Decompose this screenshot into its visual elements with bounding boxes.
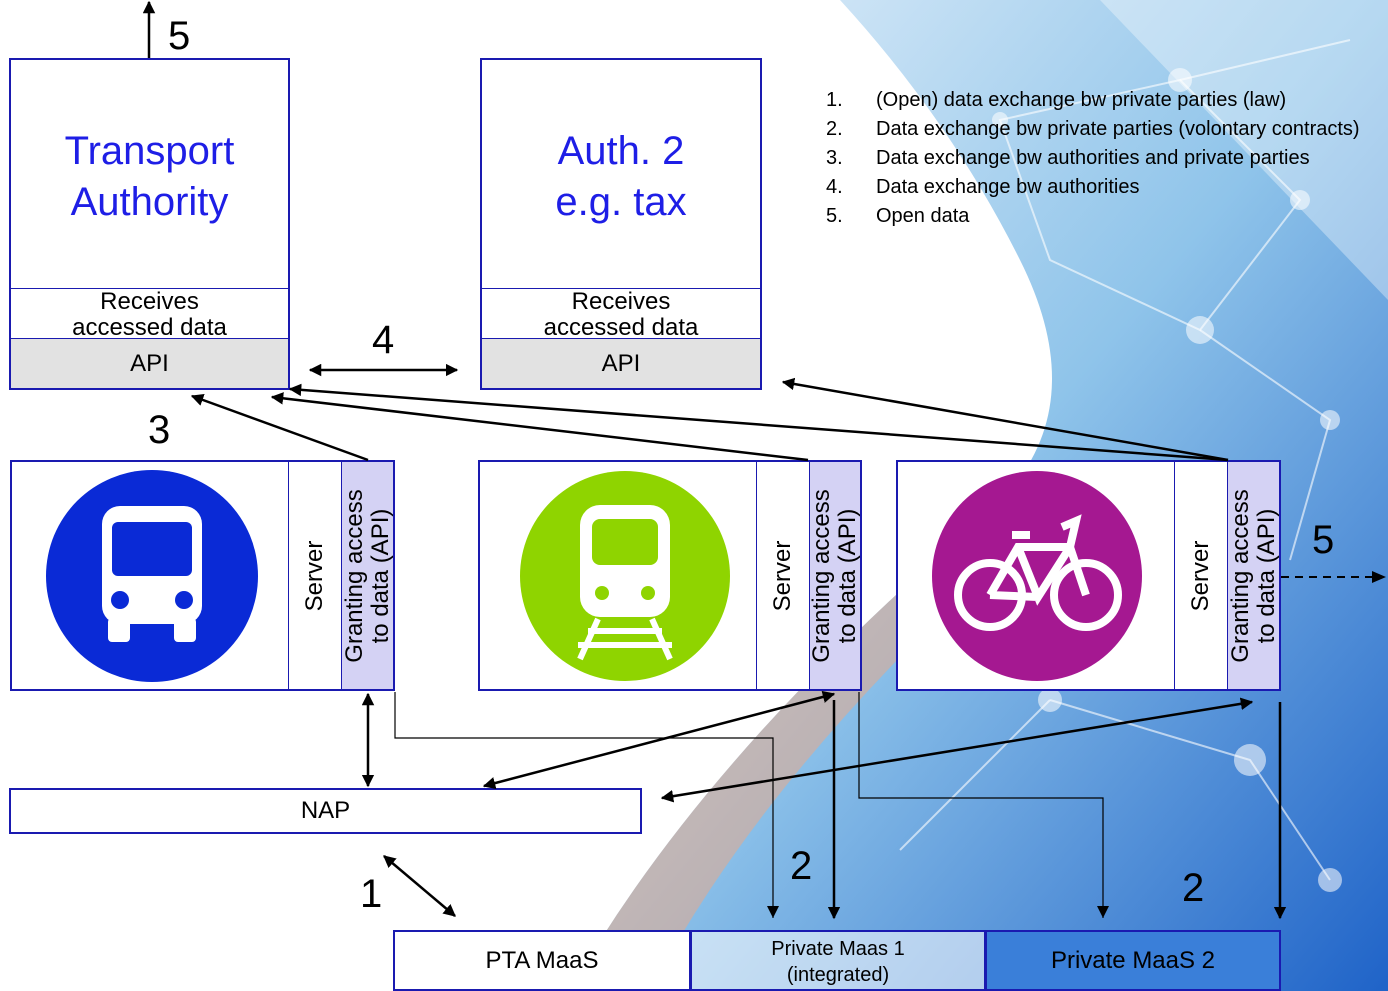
legend-number: 5. [826, 205, 843, 227]
granting-line2: to data (API) [1252, 508, 1280, 643]
train-icon [520, 471, 730, 681]
granting-line1: Granting access [340, 488, 368, 663]
private-maas2-box: Private MaaS 2 [985, 930, 1281, 991]
auth2-box: Auth. 2 e.g. tax Receives accessed data … [480, 58, 762, 390]
number-1: 1 [360, 872, 383, 916]
receives-data-label: Receives accessed data [11, 288, 288, 341]
legend-text: (Open) data exchange bw private parties … [876, 89, 1287, 111]
bicycle-icon [932, 471, 1142, 681]
server-label: Server [769, 540, 796, 611]
bus-icon [46, 470, 258, 682]
legend-number: 3. [826, 147, 843, 169]
authority-title-line1: Transport [64, 129, 235, 173]
receives-line2: accessed data [543, 314, 699, 341]
granting-line2: to data (API) [366, 508, 394, 643]
legend-number: 4. [826, 176, 843, 198]
legend-item: 3. Data exchange bw authorities and priva… [826, 144, 1366, 173]
private-maas1-box: Private Maas 1 (integrated) [690, 930, 986, 991]
authority-title-line2: Authority [70, 180, 229, 224]
server-column: Server [1174, 462, 1227, 689]
private-maas1-line1: Private Maas 1 [771, 938, 905, 960]
granting-access-api: Granting access to data (API) [340, 462, 394, 689]
granting-access-api: Granting access to data (API) [1226, 462, 1280, 689]
receives-line1: Receives [571, 288, 671, 315]
legend-text: Data exchange bw authorities [876, 176, 1140, 198]
granting-access-label: Granting access to data (API) [808, 488, 861, 663]
train-operator-box: Server Granting access to data (API) [478, 460, 862, 691]
granting-line2: to data (API) [834, 508, 861, 643]
transport-authority-box: Transport Authority Receives accessed da… [9, 58, 290, 390]
bus-operator-box: Server Granting access to data (API) [10, 460, 395, 691]
receives-line2: accessed data [72, 314, 227, 341]
server-label: Server [301, 540, 328, 611]
receives-line1: Receives [100, 288, 199, 315]
number-2-right: 2 [1182, 866, 1205, 910]
pta-maas-label: PTA MaaS [485, 947, 599, 974]
authority-title-line1: Auth. 2 [557, 129, 685, 173]
number-5-top: 5 [168, 14, 191, 58]
legend-item: 5. Open data [826, 202, 1366, 231]
legend-item: 1. (Open) data exchange bw private partie… [826, 86, 1366, 115]
legend-list: 1. (Open) data exchange bw private partie… [826, 86, 1366, 231]
bike-operator-box: Server Granting access to data (API) [896, 460, 1281, 691]
granting-line1: Granting access [808, 488, 835, 663]
number-4: 4 [372, 318, 395, 362]
nap-box: NAP [9, 788, 642, 834]
legend-text: Data exchange bw private parties (volont… [876, 118, 1360, 140]
number-5-right: 5 [1312, 518, 1335, 562]
number-2-left: 2 [790, 844, 813, 888]
granting-line1: Granting access [1226, 488, 1254, 663]
server-label: Server [1187, 540, 1214, 611]
legend-number: 2. [826, 118, 843, 140]
api-label: API [11, 338, 288, 388]
legend-item: 2. Data exchange bw private parties (volo… [826, 115, 1366, 144]
number-3: 3 [148, 408, 171, 452]
api-label: API [482, 338, 760, 388]
authority-title: Transport Authority [11, 126, 288, 228]
server-column: Server [288, 462, 341, 689]
granting-access-label: Granting access to data (API) [1226, 488, 1280, 663]
receives-data-label: Receives accessed data [482, 288, 760, 341]
legend-text: Data exchange bw authorities and private… [876, 147, 1310, 169]
legend-item: 4. Data exchange bw authorities [826, 173, 1366, 202]
private-maas2-label: Private MaaS 2 [1050, 947, 1216, 974]
nap-label: NAP [300, 797, 351, 824]
authority-title-line2: e.g. tax [555, 180, 687, 224]
pta-maas-box: PTA MaaS [393, 930, 691, 991]
granting-access-api: Granting access to data (API) [808, 462, 861, 689]
granting-access-label: Granting access to data (API) [340, 488, 394, 663]
legend-text: Open data [876, 205, 970, 227]
server-column: Server [756, 462, 809, 689]
authority-title: Auth. 2 e.g. tax [482, 126, 760, 228]
private-maas1-line2: (integrated) [786, 964, 890, 986]
legend-number: 1. [826, 89, 843, 111]
